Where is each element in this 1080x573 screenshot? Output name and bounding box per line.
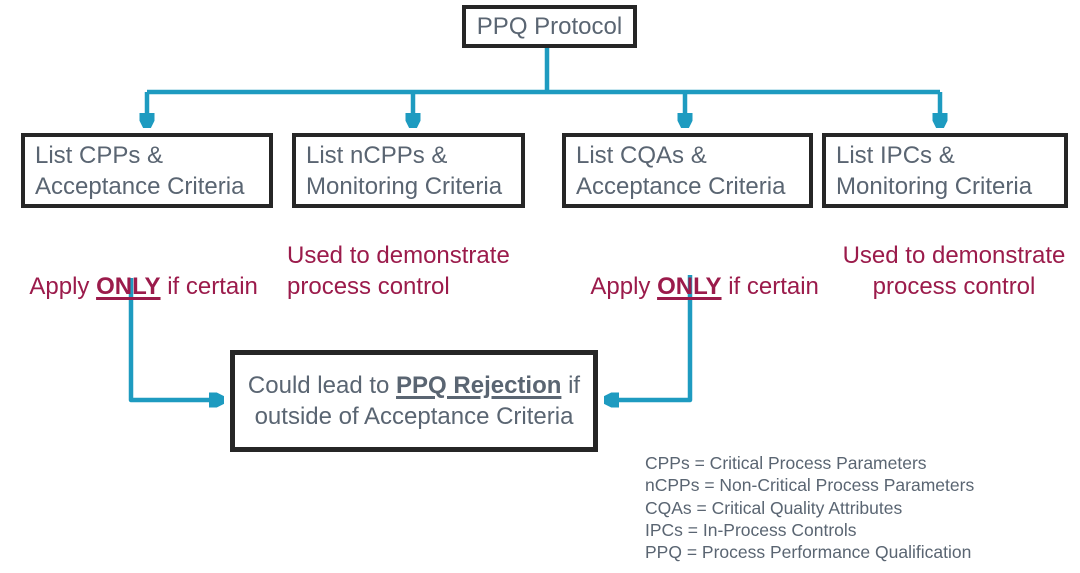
branch-box-cqas: List CQAs & Acceptance Criteria <box>562 133 813 208</box>
abbreviation-legend: CPPs = Critical Process Parameters nCPPs… <box>645 452 974 563</box>
rejection-text: Could lead to <box>247 372 397 399</box>
legend-line-cqas: CQAs = Critical Quality Attributes <box>645 497 903 518</box>
annotation-apply-only-cpps: Apply ONLY if certain <box>4 240 258 333</box>
ppq-protocol-box: PPQ Protocol <box>462 5 637 48</box>
legend-line-cpps: CPPs = Critical Process Parameters <box>645 453 927 473</box>
ppq-protocol-label: PPQ Protocol <box>476 13 623 40</box>
branch-box-cpps-label: List CPPs & Acceptance Criteria <box>35 141 245 200</box>
legend-line-ncpps: nCPPs = Non-Critical Process Parameters <box>645 475 975 496</box>
branch-box-ipcs-label: List IPCs & Monitoring Criteria <box>836 141 1033 200</box>
annotation-text: if certain <box>721 273 819 300</box>
rejection-text: if outside of Acceptance Criteria <box>254 372 581 430</box>
rejection-emphasis: PPQ Rejection <box>396 372 562 399</box>
annotation-apply-only-cqas: Apply ONLY if certain <box>565 240 819 333</box>
branch-box-cqas-label: List CQAs & Acceptance Criteria <box>576 141 786 200</box>
annotation-demonstrate-ncpps: Used to demonstrate process control <box>287 242 510 300</box>
branch-box-ipcs: List IPCs & Monitoring Criteria <box>822 133 1068 208</box>
annotation-emphasis: ONLY <box>96 273 161 300</box>
legend-line-ipcs: IPCs = In-Process Controls <box>645 519 857 540</box>
branch-box-ncpps: List nCPPs & Monitoring Criteria <box>292 133 525 208</box>
annotation-text: if certain <box>160 273 258 300</box>
ppq-rejection-text: Could lead to PPQ Rejection if outside o… <box>244 370 584 432</box>
branch-box-cpps: List CPPs & Acceptance Criteria <box>21 133 273 208</box>
annotation-text: Apply <box>590 273 658 300</box>
legend-line-ppq: PPQ = Process Performance Qualification <box>645 542 972 563</box>
branch-box-ncpps-label: List nCPPs & Monitoring Criteria <box>306 141 503 200</box>
ppq-rejection-box: Could lead to PPQ Rejection if outside o… <box>230 350 598 452</box>
annotation-text: Apply <box>29 273 97 300</box>
annotation-demonstrate-ipcs: Used to demonstrate process control <box>842 242 1066 300</box>
trunk-line <box>147 47 940 95</box>
annotation-emphasis: ONLY <box>657 273 722 300</box>
